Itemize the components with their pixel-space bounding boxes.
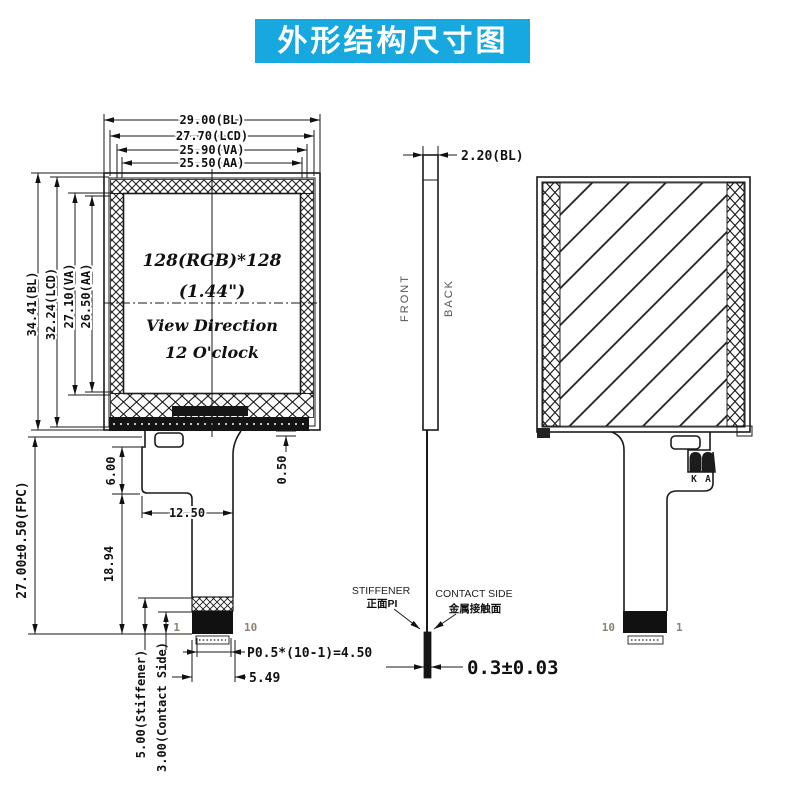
connector-stiffener-hatch [191, 596, 234, 612]
back-inner-outline [541, 181, 746, 428]
dim-va-height: 27.10(VA) [62, 263, 76, 328]
stiffener-label-cn: 正面PI [367, 598, 398, 610]
back-fpc-left-edge [611, 431, 625, 611]
contact-side-label-cn: 金属接触面 [448, 602, 502, 615]
fpc-right-edge [232, 430, 242, 597]
back-pin-1-label: 1 [676, 621, 683, 634]
back-connector: 10 1 [602, 611, 683, 645]
back-fpc-tab [670, 435, 701, 450]
clock-direction-text: 12 O'clock [165, 343, 259, 362]
page-title: 外形结构尺寸图 [278, 25, 509, 58]
back-connector-label-strip [627, 635, 664, 645]
dim-connector-width: 5.49 [249, 671, 280, 686]
back-foot-right [736, 425, 753, 437]
back-connector-contacts [623, 611, 667, 633]
pin-1-label: 1 [173, 621, 180, 634]
pin-10-label: 10 [244, 621, 257, 634]
contact-strip [109, 417, 309, 431]
driver-ic [172, 406, 248, 416]
led-k-label: K [691, 474, 697, 485]
back-diagonal-hatch [559, 182, 728, 427]
fpc-dimensions: 27.00±0.50(FPC) 6.00 18.94 0.50 12.50 [13, 430, 372, 772]
back-hatch-right [726, 182, 745, 427]
back-view: K A 10 1 [536, 176, 753, 645]
dim-stiffener: 5.00(Stiffener) [134, 650, 148, 758]
seal-hatch-left [110, 193, 124, 394]
view-direction-text: View Direction [146, 316, 278, 335]
title-banner: 外形结构尺寸图 [255, 19, 530, 63]
contact-side-label: CONTACT SIDE [435, 588, 512, 600]
fpc-tail [141, 430, 242, 597]
front-side-label: FRONT [399, 274, 411, 322]
screen-resolution-text: 128(RGB)*128 [143, 251, 282, 271]
back-fpc-tail: K A [611, 431, 716, 611]
dim-contact-side: 3.00(Contact Side) [155, 642, 169, 772]
back-pin-10-label: 10 [602, 621, 615, 634]
stiffener-label: STIFFENER [352, 585, 411, 597]
led-tab-a [702, 451, 714, 472]
dim-tail-length: 18.94 [102, 546, 116, 582]
dim-bl-offset: 0.50 [275, 456, 289, 485]
dim-fpc-length: 27.00±0.50(FPC) [15, 481, 30, 598]
dim-va-width: 25.90(VA) [179, 143, 244, 157]
stiffener-profile [423, 631, 432, 679]
fpc-connector: 1 10 [173, 596, 257, 645]
stiffener-callout: STIFFENER 正面PI [352, 585, 421, 630]
side-view: 2.20(BL) FRONT BACK STIFFENER 正面PI CONTA… [352, 146, 559, 679]
front-view: 128(RGB)*128 (1.44") View Direction 12 O… [13, 111, 372, 772]
left-dims: 34.41(BL) 32.24(LCD) 27.10(VA) 26.50(AA) [23, 173, 95, 430]
led-tab-k [689, 451, 702, 472]
screen-size-text: (1.44") [179, 282, 245, 302]
seal-hatch-right [300, 193, 314, 394]
back-foot-left [537, 428, 550, 438]
connector-contacts [192, 611, 233, 634]
back-hatch-left [542, 182, 561, 427]
dim-pin-pitch: P0.5*(10-1)=4.50 [247, 646, 372, 661]
dim-bl-height: 34.41(BL) [25, 271, 39, 336]
fpc-thickness-dim: 0.3±0.03 [386, 657, 559, 679]
connector-label-strip [195, 635, 230, 645]
dim-fpc-thickness: 0.3±0.03 [467, 657, 559, 679]
dim-aa-width: 25.50(AA) [179, 156, 244, 170]
dim-lcd-width: 27.70(LCD) [176, 129, 248, 143]
side-profile [422, 154, 439, 431]
fpc-left-edge [141, 431, 193, 597]
dim-lcd-height: 32.24(LCD) [44, 268, 58, 340]
banner-background [255, 19, 530, 63]
dim-fpc-drop: 6.00 [104, 457, 118, 486]
contact-side-callout: CONTACT SIDE 金属接触面 [433, 588, 513, 630]
fpc-tab [154, 432, 184, 448]
back-side-label: BACK [443, 279, 455, 317]
dim-step-width: 12.50 [169, 506, 205, 520]
thickness-dim: 2.20(BL) [403, 146, 524, 164]
led-a-label: A [705, 474, 711, 485]
dim-bl-width: 29.00(BL) [179, 113, 244, 127]
top-dims: 29.00(BL) 27.70(LCD) 25.90(VA) 25.50(AA) [104, 111, 320, 172]
dim-aa-height: 26.50(AA) [79, 263, 93, 328]
back-fpc-right-edge [666, 432, 716, 611]
back-outline [536, 176, 751, 433]
dim-bl-thickness: 2.20(BL) [461, 149, 524, 164]
